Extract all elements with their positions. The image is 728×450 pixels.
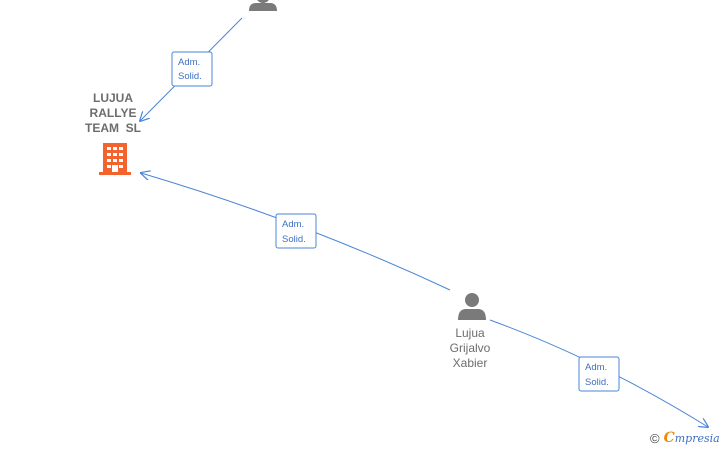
edge-main-person-to-company: Adm. Solid.: [141, 173, 451, 291]
edge-label-line: Adm.: [585, 362, 607, 373]
footer-credit: © C mpresia: [650, 430, 720, 446]
edge-label-box: [578, 356, 620, 392]
edge-label-line: Solid.: [282, 234, 306, 245]
company-name-line: LUJUA: [92, 91, 133, 105]
edge-label-line: Adm.: [282, 219, 304, 230]
brand-logo-text: mpresia: [674, 431, 720, 445]
brand-logo-initial: C: [663, 430, 675, 446]
person-name-line: Lujua: [455, 326, 485, 340]
edge-label-line: Solid.: [585, 377, 609, 388]
edge-label-box: [275, 213, 317, 249]
edge-label-line: Adm.: [178, 57, 200, 68]
copyright-symbol: ©: [650, 430, 660, 446]
person-name-line: Xabier: [452, 356, 488, 370]
person-icon[interactable]: [249, 0, 277, 11]
building-icon[interactable]: [99, 143, 131, 175]
edge-top-person-to-company: Adm. Solid.: [140, 17, 243, 121]
edge-label-box: [171, 51, 213, 87]
person-name-label[interactable]: Lujua Grijalvo Xabier: [430, 326, 510, 371]
company-name-line: TEAM SL: [85, 121, 141, 135]
person-icon[interactable]: [458, 293, 486, 320]
company-name-label[interactable]: LUJUA RALLYE TEAM SL: [70, 91, 156, 136]
edge-main-person-to-offscreen: Adm. Solid.: [489, 319, 708, 427]
person-name-line: Grijalvo: [449, 341, 491, 355]
edge-label-line: Solid.: [178, 71, 202, 82]
company-name-line: RALLYE: [89, 106, 137, 120]
